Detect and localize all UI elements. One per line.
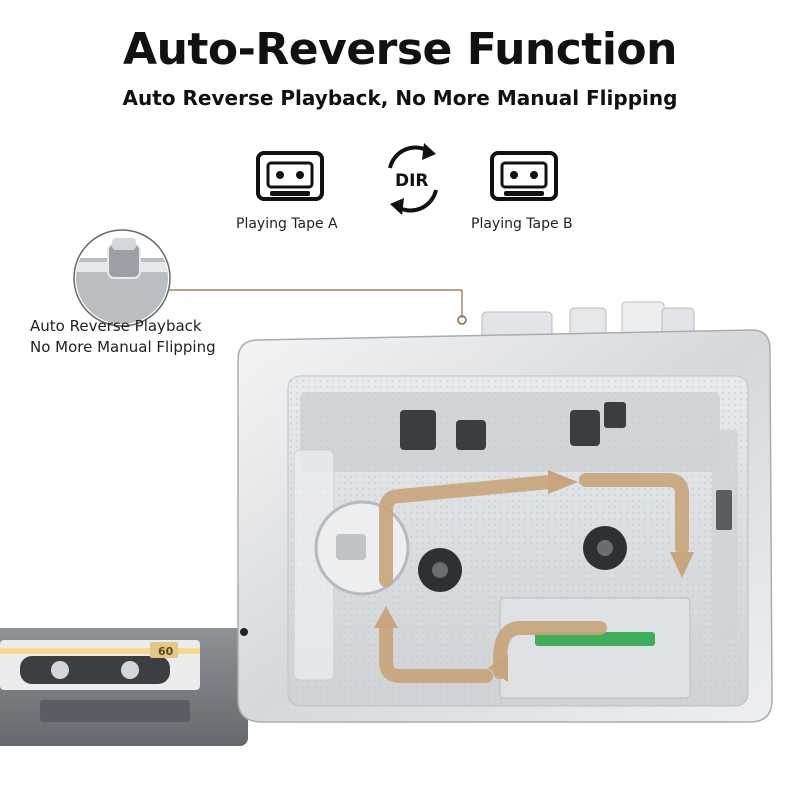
callout-line-1: Auto Reverse Playback [30,317,202,335]
cassette-label: 60 [158,645,174,658]
reverse-path-arrowheads [374,470,694,682]
tape-b-label: Playing Tape B [471,216,573,232]
page-title: Auto-Reverse Function [123,24,677,75]
page-subtitle: Auto Reverse Playback, No More Manual Fl… [122,86,678,110]
reverse-arrows-icon [388,143,438,215]
cassette-icon [490,151,558,201]
cassette-icon [256,151,324,201]
callout-text: Auto Reverse Playback No More Manual Fli… [30,316,216,358]
reel-left [418,548,462,592]
tape-a-label: Playing Tape A [236,216,338,232]
callout-line-2: No More Manual Flipping [30,338,216,356]
zoom-callout [73,229,467,327]
cassette-tape: 60 [0,628,248,746]
cassette-player [237,301,773,723]
dir-label: DIR [395,171,429,191]
reel-right [583,526,627,570]
